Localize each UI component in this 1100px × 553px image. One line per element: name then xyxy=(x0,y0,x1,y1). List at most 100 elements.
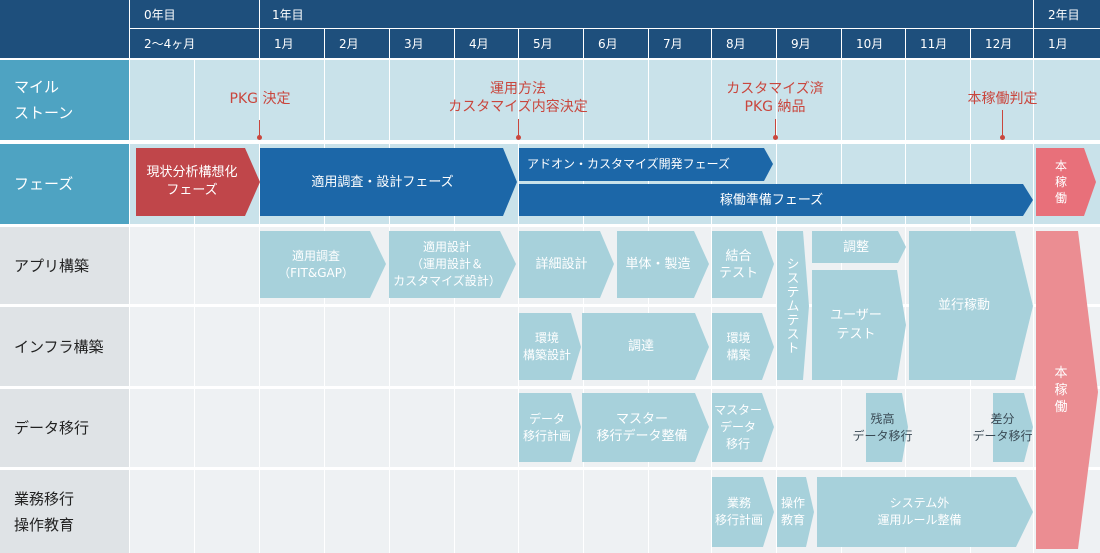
golive-big-text: 本 稼 働 xyxy=(1054,365,1068,415)
data-master-label: マスター 移行データ整備 xyxy=(582,393,702,462)
month-header-cell: 1月 xyxy=(260,29,324,58)
month-header-divider xyxy=(454,29,455,58)
app-adjust-text: 調整 xyxy=(842,239,869,255)
app-user-test-label: ユーザー テスト xyxy=(812,270,900,380)
phase-prep-arrow xyxy=(519,184,1033,216)
milestone-ops-label: 運用方法 カスタマイズ内容決定 xyxy=(418,80,618,116)
infra-procure-arrow xyxy=(582,313,709,380)
data-plan-text: データ 移行計画 xyxy=(522,411,571,443)
app-parallel-text: 並行稼動 xyxy=(937,298,990,313)
app-detail-label: 詳細設計 xyxy=(519,231,604,298)
milestone-golive-stem xyxy=(1002,110,1003,136)
milestone-pkg-text: PKG 決定 xyxy=(229,91,291,107)
month-label: 8月 xyxy=(726,37,746,51)
data-master-migrate-label: マスター データ 移行 xyxy=(708,393,768,462)
row-label-app: アプリ構築 xyxy=(0,227,129,304)
month-header-divider xyxy=(841,29,842,58)
ops-training-text: 操作 教育 xyxy=(780,496,805,527)
ops-training-label: 操作 教育 xyxy=(777,477,809,547)
data-diff-label: 差分 データ移行 xyxy=(965,393,1040,462)
month-header-divider xyxy=(518,29,519,58)
month-label: 7月 xyxy=(663,37,683,51)
month-header-cell: 12月 xyxy=(971,29,1033,58)
month-header-cell: 11月 xyxy=(906,29,970,58)
data-master-text: マスター 移行データ整備 xyxy=(596,411,688,444)
app-design-arrow xyxy=(389,231,516,298)
app-survey-text: 適用調査 （FIT&GAP） xyxy=(278,248,354,280)
phase-prep-label: 稼働準備フェーズ xyxy=(519,184,1024,216)
month-header-cell: 4月 xyxy=(455,29,518,58)
data-master-migrate-arrow xyxy=(712,393,774,462)
ops-rules-arrow xyxy=(817,477,1033,547)
app-integration-label: 結合 テスト xyxy=(712,231,765,298)
data-master-migrate-text: マスター データ 移行 xyxy=(713,403,762,451)
grid-line xyxy=(776,58,777,553)
milestone-pkg-dot xyxy=(257,135,262,140)
row-label-phase: フェーズ xyxy=(0,144,129,224)
year-0-label: 0年目 xyxy=(144,8,176,22)
row-label-ops-text: 業務移行 操作教育 xyxy=(14,489,75,534)
phase-addon-arrow xyxy=(519,148,773,181)
month-header-cell: 2月 xyxy=(325,29,389,58)
data-balance-label: 残高 データ移行 xyxy=(845,393,920,462)
year-1-cell: 1年目 xyxy=(260,0,1033,28)
grid-line xyxy=(324,58,325,553)
month-label: 11月 xyxy=(920,37,948,51)
month-header-cell: 8月 xyxy=(712,29,776,58)
phase-current-arrow xyxy=(136,148,260,216)
phase-golive-label: 本 稼 働 xyxy=(1036,148,1086,216)
month-header-cell: 3月 xyxy=(390,29,454,58)
month-label: 12月 xyxy=(985,37,1013,51)
row-label-infra: インフラ構築 xyxy=(0,307,129,386)
infra-env-build-label: 環境 構築 xyxy=(712,313,765,380)
row-label-app-text: アプリ構築 xyxy=(14,256,90,275)
ops-training-arrow xyxy=(777,477,814,547)
app-adjust-arrow xyxy=(812,231,906,263)
phase-design-label: 適用調査・設計フェーズ xyxy=(260,148,505,216)
row-label-data-text: データ移行 xyxy=(14,419,90,437)
month-header-divider xyxy=(259,29,260,58)
month-label: 6月 xyxy=(598,37,618,51)
grid-line xyxy=(1033,58,1034,553)
milestone-delivery-label: カスタマイズ済 PKG 納品 xyxy=(695,80,855,116)
month-label: 5月 xyxy=(533,37,553,51)
month-header-cell: 9月 xyxy=(777,29,841,58)
app-design-label: 適用設計 （運用設計＆ カスタマイズ設計） xyxy=(389,231,505,298)
app-user-test-arrow xyxy=(812,270,906,380)
month-label: 2～4ヶ月 xyxy=(144,37,196,51)
infra-env-design-text: 環境 構築設計 xyxy=(522,330,571,362)
golive-big-arrow xyxy=(1036,231,1098,549)
data-balance-arrow xyxy=(866,393,908,462)
app-adjust-label: 調整 xyxy=(812,231,900,263)
grid-line xyxy=(648,58,649,553)
row-label-data: データ移行 xyxy=(0,389,129,467)
month-header-cell: 7月 xyxy=(649,29,711,58)
month-header-divider xyxy=(711,29,712,58)
ops-plan-arrow xyxy=(712,477,774,547)
month-label: 10月 xyxy=(856,37,884,51)
header-divider xyxy=(130,28,1100,29)
month-header-cell: 5月 xyxy=(519,29,583,58)
milestone-ops-text: 運用方法 カスタマイズ内容決定 xyxy=(448,81,588,115)
infra-procure-label: 調達 xyxy=(582,313,700,380)
row-label-ops: 業務移行 操作教育 xyxy=(0,470,129,553)
infra-env-design-label: 環境 構築設計 xyxy=(519,313,575,380)
grid-line xyxy=(194,58,195,553)
app-system-test-label: システムテスト xyxy=(777,231,805,380)
month-header-divider xyxy=(1033,29,1034,58)
app-integration-text: 結合 テスト xyxy=(718,248,758,281)
data-master-arrow xyxy=(582,393,709,462)
grid-line xyxy=(518,58,519,553)
phase-design-text: 適用調査・設計フェーズ xyxy=(311,174,454,190)
month-header-divider xyxy=(583,29,584,58)
month-label: 1月 xyxy=(1048,37,1068,51)
month-label: 4月 xyxy=(469,37,489,51)
infra-procure-text: 調達 xyxy=(627,339,654,354)
data-balance-text: 残高 データ移行 xyxy=(852,411,913,443)
row-label-phase-text: フェーズ xyxy=(14,175,74,193)
phase-current-text: 現状分析構想化 フェーズ xyxy=(146,165,238,198)
ops-plan-text: 業務 移行計画 xyxy=(714,496,763,527)
header-corner xyxy=(0,0,129,58)
app-user-test-text: ユーザー テスト xyxy=(830,308,882,342)
month-label: 3月 xyxy=(404,37,424,51)
